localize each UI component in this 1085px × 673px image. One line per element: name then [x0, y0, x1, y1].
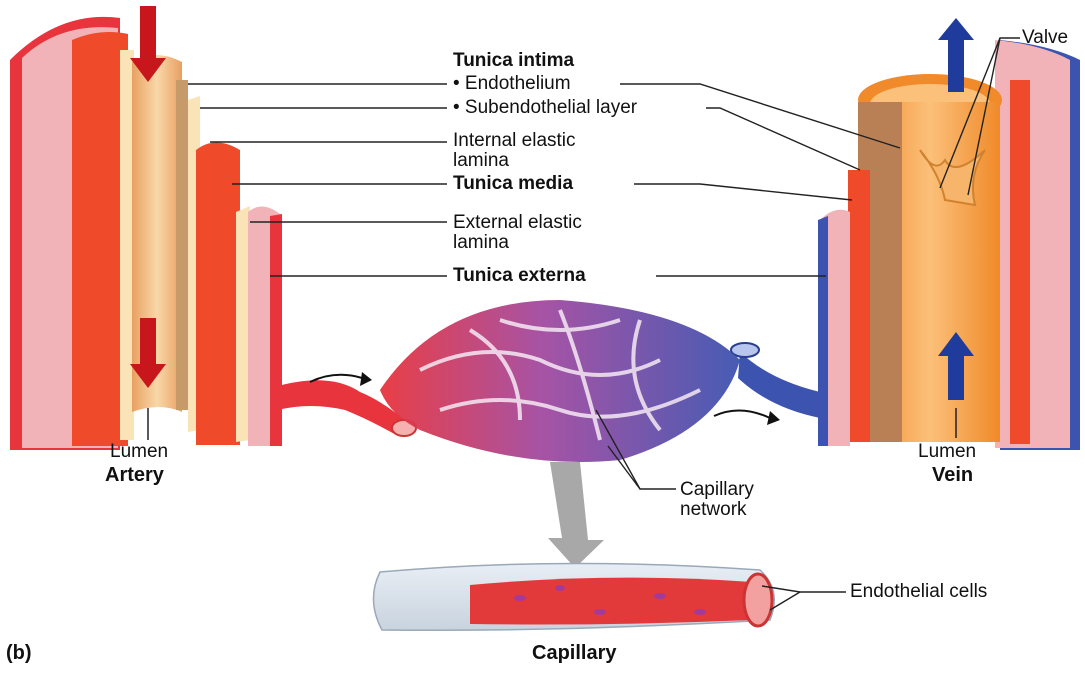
label-external-elastic-2: lamina — [453, 232, 509, 254]
capillary-tube — [373, 563, 774, 630]
artery-externa-edge — [270, 214, 282, 446]
vein-tunica-externa — [995, 40, 1070, 448]
label-tunica-intima: Tunica intima — [453, 50, 574, 72]
label-external-elastic-1: External elastic — [453, 212, 582, 234]
label-endothelium: • Endothelium — [453, 73, 571, 95]
venule — [738, 352, 820, 418]
flow-curve-arrow-right — [714, 410, 770, 418]
artery-endothelium — [176, 80, 188, 410]
vein-media-right — [1010, 80, 1030, 444]
label-artery: Artery — [105, 464, 164, 486]
label-internal-elastic-2: lamina — [453, 150, 509, 172]
label-vein-lumen: Lumen — [918, 441, 976, 463]
label-subendothelial-layer: • Subendothelial layer — [453, 97, 637, 119]
capillary-network — [278, 300, 820, 568]
artery-external-elastic — [236, 206, 250, 442]
label-capillary: Capillary — [532, 642, 616, 664]
label-tunica-media: Tunica media — [453, 173, 573, 195]
vein-tunica-media — [848, 170, 870, 442]
label-valve: Valve — [1022, 27, 1068, 49]
artery-internal-elastic — [120, 50, 134, 440]
label-capillary-network-1: Capillary — [680, 479, 754, 501]
label-vein: Vein — [932, 464, 973, 486]
artery-tunica-media — [72, 32, 128, 446]
artery-lumen — [132, 55, 182, 412]
capillary-opening — [744, 574, 772, 626]
label-endothelial-cells: Endothelial cells — [850, 581, 987, 603]
capillary-bed — [380, 300, 740, 462]
label-artery-lumen: Lumen — [110, 441, 168, 463]
panel-letter: (b) — [6, 642, 32, 664]
artery-illustration — [10, 6, 282, 450]
label-internal-elastic-1: Internal elastic — [453, 130, 576, 152]
zoom-arrow — [548, 462, 604, 568]
vein-illustration — [818, 18, 1080, 450]
label-capillary-network-2: network — [680, 499, 747, 521]
capillary-interior — [470, 578, 752, 625]
label-tunica-externa: Tunica externa — [453, 265, 586, 287]
artery-media-step — [196, 143, 240, 446]
